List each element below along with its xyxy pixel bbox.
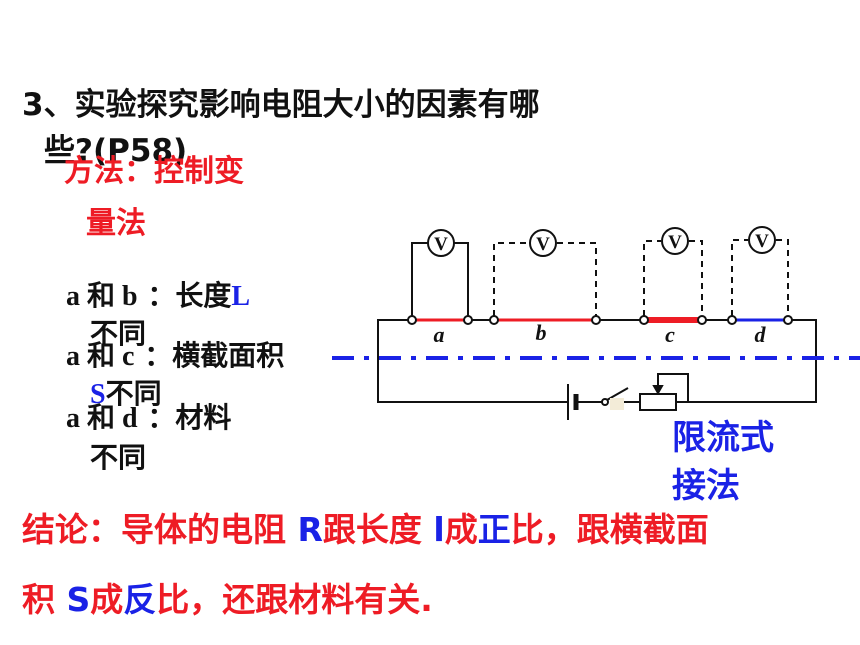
conclusion-text-5: 积 [22, 580, 67, 619]
voltmeter-2 [493, 242, 597, 316]
method-line-1: 方法：控制变 [64, 154, 244, 189]
pair-ac: a 和 c ：横截面积 [66, 336, 284, 377]
wire-label-d: d [755, 322, 767, 347]
pair-ab-tail: 不同 [90, 317, 147, 350]
conclusion-fan: 反 [123, 580, 157, 619]
pair-ac-tail: S不同 [90, 374, 162, 415]
conclusion-l: l [433, 510, 445, 549]
conclusion-R: R [297, 510, 323, 549]
pair-ad-tail: 不同 [90, 441, 147, 474]
battery-symbol [567, 384, 579, 420]
terminals [407, 315, 793, 325]
question-line-2: 些?(P58) [44, 133, 188, 169]
voltmeter-3-label: V [668, 232, 682, 253]
pair-ac-letters: a 和 c [66, 341, 135, 372]
conclusion-S: S [66, 580, 91, 619]
conclusion-line-1: 结论：导体的电阻 R跟长度 l成正比，跟横截面 [22, 506, 709, 554]
conclusion-text-1: 结论：导体的电阻 [22, 510, 298, 549]
pair-ad-desc: 材料 [175, 401, 232, 434]
voltmeter-2-circle [529, 229, 557, 257]
wire-label-b: b [536, 320, 547, 345]
pair-ab-desc: 长度 [175, 279, 232, 312]
conclusion-text-4: 比，跟横截面 [510, 510, 709, 549]
switch-highlight [610, 398, 624, 410]
voltmeter-4 [731, 239, 789, 316]
pair-ab: a 和 b ：长度L [66, 276, 250, 317]
pair-ac-desc: 横截面积 [172, 339, 285, 372]
voltmeter-2-label: V [536, 234, 550, 255]
voltmeter-3-circle [661, 227, 689, 255]
pair-ad-colon: ： [147, 401, 176, 434]
pair-ad-letters: a 和 d [66, 403, 138, 434]
voltmeter-1-label: V [434, 234, 448, 255]
wire-label-a: a [434, 322, 445, 347]
rheostat-symbol [639, 373, 689, 411]
conclusion-line-2: 积 S成反比，还跟材料有关. [22, 576, 433, 624]
pair-ab-letters: a 和 b [66, 281, 138, 312]
pair-ab-var: L [231, 281, 251, 312]
conclusion-text-2: 跟长度 [322, 510, 434, 549]
method-line-2: 量法 [86, 206, 146, 241]
pair-ab-colon: ： [147, 279, 176, 312]
pair-ac-tail-text: 不同 [105, 377, 162, 410]
question-line-1: 3、实验探究影响电阻大小的因素有哪 [22, 87, 540, 123]
conclusion-text-6: 成 [90, 580, 124, 619]
conclusion-text-3: 成 [444, 510, 478, 549]
voltmeter-4-circle [748, 226, 776, 254]
pair-ac-colon: ： [144, 339, 173, 372]
connection-note-line-2: 接法 [672, 466, 740, 506]
voltmeter-1 [411, 229, 469, 316]
connection-note-line-1: 限流式 [672, 418, 774, 458]
conclusion-zheng: 正 [477, 510, 511, 549]
voltmeter-3 [643, 240, 703, 316]
pair-ad: a 和 d ：材料 [66, 398, 231, 439]
wire-label-c: c [665, 322, 675, 347]
conclusion-text-7: 比，还跟材料有关. [156, 580, 433, 619]
pair-ac-var: S [90, 379, 106, 410]
voltmeter-4-label: V [755, 231, 769, 252]
